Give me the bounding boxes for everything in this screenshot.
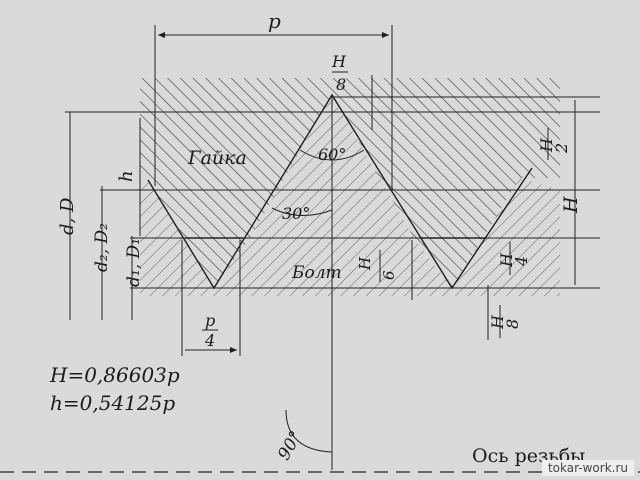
h8-bottom-den: 8 <box>503 319 522 329</box>
h-big-label: H <box>560 196 582 214</box>
h4-num: H <box>497 252 516 268</box>
d-D-label: d, D <box>57 197 78 235</box>
nut-label: Гайка <box>187 147 247 169</box>
angle-90-arc <box>285 409 333 453</box>
h8-top-den: 8 <box>336 75 346 94</box>
angle-30-label: 30° <box>282 204 310 223</box>
p4-num: p <box>205 311 215 330</box>
d1-D1-label: d₁, D₁ <box>124 238 144 287</box>
h-small-label: h <box>116 170 137 182</box>
d2-D2-label: d₂, D₂ <box>92 223 112 272</box>
h6-label: H <box>356 256 374 271</box>
pitch-label: p <box>268 9 281 33</box>
formula-h: h=0,54125p <box>50 391 175 415</box>
bolt-hatch <box>140 95 560 296</box>
h4-den: 4 <box>512 256 531 267</box>
h2-den: 2 <box>552 143 571 154</box>
angle-30-arc <box>271 207 333 216</box>
nut-hatch <box>140 78 560 288</box>
angle-90-label: 90° <box>274 428 306 464</box>
h6-den: 6 <box>380 270 398 280</box>
formula-H: H=0,86603p <box>49 363 180 387</box>
watermark: tokar-work.ru <box>541 460 634 476</box>
p4-den: 4 <box>204 331 215 350</box>
bolt-label: Болт <box>291 263 342 283</box>
h8-top-num: H <box>331 52 347 71</box>
h8-bottom-num: H <box>488 314 507 330</box>
h2-num: H <box>537 137 556 153</box>
